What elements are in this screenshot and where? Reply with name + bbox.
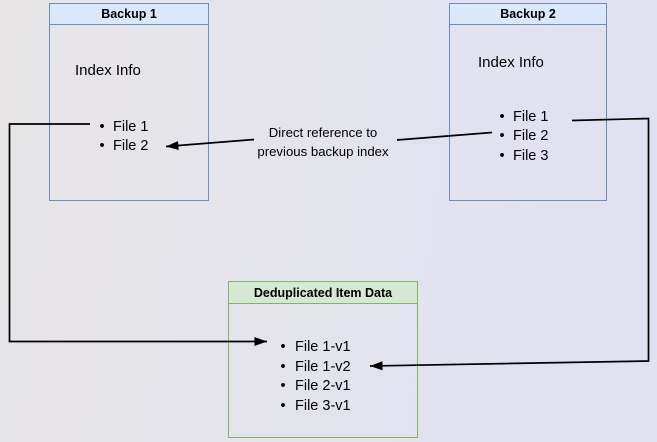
backup1-title: Backup 1 [101, 7, 157, 21]
backup2-title: Backup 2 [500, 7, 556, 21]
file-list-item: • File 2 [491, 127, 548, 147]
file-label: File 1-v2 [295, 358, 351, 375]
bullet-icon: • [280, 378, 286, 395]
file-list-item: • File 1 [91, 117, 148, 137]
dedup-file-list: • File 1-v1 • File 1-v2 • File 2-v1 • Fi… [271, 337, 351, 416]
bullet-icon: • [499, 108, 505, 125]
backup1-box: Backup 1 Index Info • File 1 • File 2 [49, 3, 209, 201]
direct-reference-label: Direct reference to previous backup inde… [203, 123, 443, 161]
bullet-icon: • [280, 358, 286, 375]
file-label: File 1 [513, 108, 549, 125]
bullet-icon: • [280, 397, 286, 414]
file-label: File 1-v1 [295, 338, 351, 355]
file-list-item: • File 1-v2 [271, 357, 351, 377]
backup2-header: Backup 2 [450, 4, 606, 25]
bullet-icon: • [499, 147, 505, 164]
backup1-index-info-label: Index Info [75, 62, 141, 79]
file-label: File 3-v1 [295, 397, 351, 414]
dedup-title: Deduplicated Item Data [253, 285, 393, 300]
file-label: File 3 [513, 147, 549, 164]
file-list-item: • File 2 [91, 137, 148, 157]
dedup-box: Deduplicated Item Data • File 1-v1 • Fil… [228, 281, 418, 438]
backup2-file-list: • File 1 • File 2 • File 3 [491, 107, 548, 166]
backup1-file-list: • File 1 • File 2 [91, 117, 148, 156]
bullet-icon: • [499, 128, 505, 145]
file-list-item: • File 3 [491, 146, 548, 166]
bullet-icon: • [99, 138, 105, 155]
file-list-item: • File 1-v1 [271, 337, 351, 357]
backup2-box: Backup 2 Index Info • File 1 • File 2 • … [449, 3, 607, 201]
direct-reference-line1: Direct reference to [268, 125, 378, 140]
file-label: File 2 [513, 128, 549, 145]
bullet-icon: • [280, 338, 286, 355]
dedup-header: Deduplicated Item Data [229, 282, 417, 304]
bullet-icon: • [99, 118, 105, 135]
file-label: File 1 [113, 118, 149, 135]
file-label: File 2-v1 [295, 378, 351, 395]
direct-reference-line2: previous backup index [257, 144, 389, 159]
file-list-item: • File 1 [491, 107, 548, 127]
file-list-item: • File 2-v1 [271, 376, 351, 396]
backup1-header: Backup 1 [50, 4, 208, 25]
file-list-item: • File 3-v1 [271, 396, 351, 416]
backup2-index-info-label: Index Info [478, 54, 544, 71]
file-label: File 2 [113, 138, 149, 155]
